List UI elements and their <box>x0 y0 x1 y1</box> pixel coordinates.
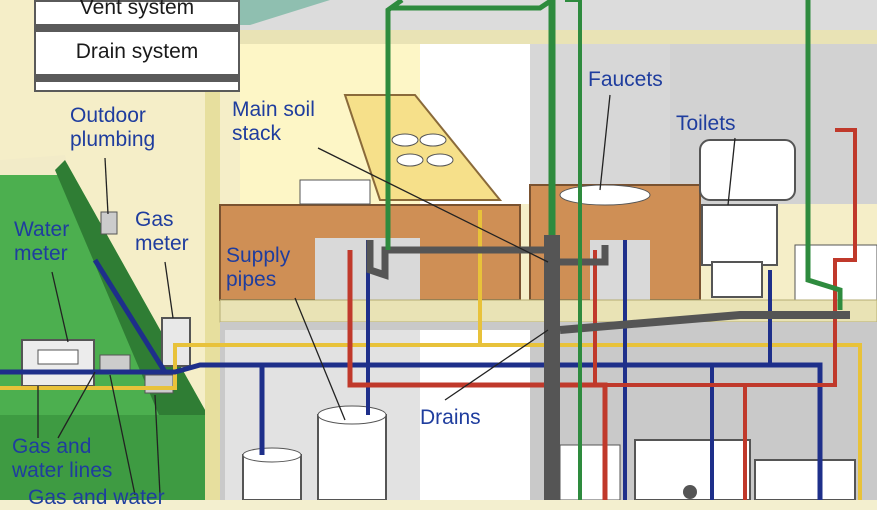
dryer <box>754 459 856 501</box>
upper-floor-beam <box>240 30 877 44</box>
water-meter-dial <box>37 349 79 365</box>
laundry-tub <box>559 444 621 501</box>
left-wall-post <box>205 44 220 500</box>
label-outdoor-plumbing: Outdoor plumbing <box>70 104 156 151</box>
leader-water-meter <box>51 271 69 343</box>
washer-knob <box>683 485 697 499</box>
gas-line <box>0 343 862 500</box>
leader-faucets <box>599 94 611 191</box>
cold-water-main <box>0 362 823 500</box>
label-gas-and-water-lines: Gas and water lines <box>12 435 113 482</box>
water-heater-top <box>317 405 387 425</box>
bathroom-sink <box>559 184 651 206</box>
valve-2 <box>144 374 174 394</box>
lawn-top-edge <box>0 155 70 175</box>
hot-water-line <box>347 250 608 500</box>
label-supply-pipes: Supply pipes <box>226 244 291 291</box>
leader-gas-meter <box>164 261 174 319</box>
leader-drains <box>444 329 549 401</box>
hot-to-tub <box>745 128 857 387</box>
bath-sink-drain <box>560 245 609 266</box>
toilet-vent <box>805 0 843 310</box>
toilet-bowl <box>711 261 763 298</box>
secondary-vent <box>565 0 582 500</box>
kitchen-sink <box>299 179 371 205</box>
vent-crossover <box>392 0 554 11</box>
burner-4 <box>426 153 454 167</box>
leader-gas-water-lines-2 <box>57 371 96 439</box>
water-softener-top <box>242 447 302 463</box>
kitchen-drain <box>366 240 560 280</box>
burner-1 <box>391 133 419 147</box>
water-heater <box>317 414 387 501</box>
burner-3 <box>396 153 424 167</box>
label-drains: Drains <box>420 406 481 429</box>
legend: Vent system Drain system <box>34 0 240 92</box>
leader-supply-pipes <box>294 297 346 421</box>
main-soil-stack-pipe <box>544 235 560 500</box>
label-toilets: Toilets <box>676 112 736 135</box>
outdoor-faucet <box>100 211 118 235</box>
vanity-opening <box>590 240 650 300</box>
leader-gas-water-cut-1 <box>109 374 136 496</box>
legend-divider-2 <box>36 74 238 82</box>
bathtub <box>699 139 796 201</box>
toilet-tank <box>701 204 778 266</box>
leader-toilets <box>727 137 736 206</box>
burner-2 <box>419 133 447 147</box>
stove-top <box>343 94 503 201</box>
basement-window <box>420 330 530 500</box>
legend-divider-1 <box>36 24 238 32</box>
label-faucets: Faucets <box>588 68 663 91</box>
legend-vent-system: Vent system <box>79 0 195 19</box>
label-gas-meter: Gas meter <box>135 208 189 255</box>
roof-edge <box>240 0 330 25</box>
ground-cut <box>0 415 205 500</box>
label-gas-and-water-cutoff: Gas and water <box>28 486 165 509</box>
leader-gas-water-cut-2 <box>154 394 161 496</box>
outdoor-supply-line <box>92 258 168 374</box>
label-water-meter: Water meter <box>14 218 70 265</box>
kitchen-vent <box>385 0 404 250</box>
leader-main-soil-stack <box>317 147 549 263</box>
toilet-drain <box>559 311 850 334</box>
leader-outdoor-plumbing <box>104 157 109 215</box>
legend-drain-system: Drain system <box>75 40 199 63</box>
label-main-soil-stack: Main soil stack <box>232 98 315 145</box>
